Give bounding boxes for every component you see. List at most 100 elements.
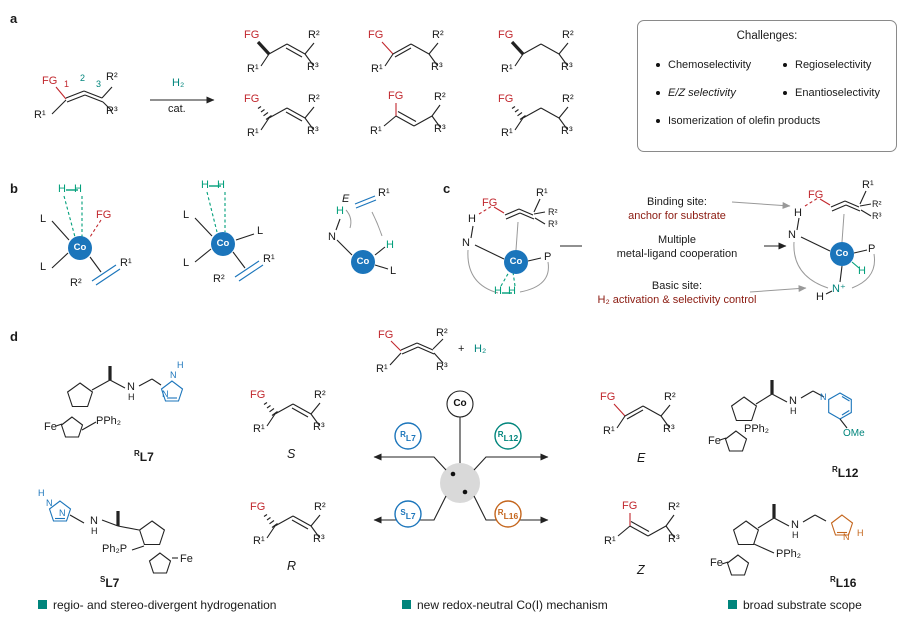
ligand-name: L7 (405, 432, 416, 443)
phosphorus-label: P (868, 243, 876, 255)
binding-site-title: Binding site: (647, 196, 707, 208)
r3-label: R³ (561, 61, 573, 73)
plus-sign: + (458, 343, 465, 355)
cobalt-label: Co (835, 248, 849, 259)
r2-label: R² (213, 273, 225, 285)
r3-label: R³ (307, 125, 319, 137)
fg-label: FG (600, 391, 616, 403)
fg-label: FG (244, 93, 260, 105)
r1-label: R¹ (371, 63, 383, 75)
amine-h-label: H (790, 406, 797, 416)
hydride-label: H (494, 285, 502, 297)
panel-a-label: a (10, 11, 18, 26)
hydride-label: H (508, 285, 516, 297)
substrate-allene (51, 86, 113, 115)
product-5 (383, 103, 441, 128)
ligand-name: L16 (835, 576, 857, 590)
r1-label: R¹ (263, 253, 275, 265)
cobalt-complex-2 (194, 185, 264, 282)
footer-bullet-square (402, 600, 411, 609)
ligand-config: R (497, 430, 504, 439)
hydride-label: H (336, 205, 344, 217)
amine-h-label: H (792, 530, 799, 540)
phosphine-label: Ph₂P (102, 543, 128, 555)
r1-label: R¹ (253, 423, 265, 435)
pyrazole-n-label: N (843, 532, 850, 542)
amine-h-label: H (128, 392, 135, 402)
ligand-config: R (830, 575, 836, 584)
iron-label: Fe (708, 435, 721, 447)
r2-label: R² (668, 501, 680, 513)
amine-n-label: N (791, 519, 799, 531)
ligand-label-sl7: SL7 (100, 576, 120, 590)
ligand-name: L7 (105, 576, 120, 590)
product-6 (511, 106, 569, 131)
r2-label: R² (70, 277, 82, 289)
methoxy-label: OMe (843, 428, 865, 439)
imidazole-n-label: N (46, 498, 53, 508)
imidazole-n-label: N (162, 389, 169, 399)
ligand-name: L7 (405, 510, 416, 521)
r1-label: R¹ (536, 187, 548, 199)
footer-text: regio- and stereo-divergent hydrogenatio… (53, 598, 277, 612)
ligand-config: S (400, 508, 406, 517)
fg-label: FG (388, 90, 404, 102)
nh-proton-label: H (468, 213, 476, 225)
challenge-item: Chemoselectivity (668, 59, 752, 71)
ligand-config: R (400, 430, 406, 439)
hydride-label: H (201, 179, 209, 191)
fg-label: FG (42, 75, 58, 87)
position-1-label: 1 (64, 79, 70, 89)
ligand-SL7-structure (48, 500, 178, 574)
r3-label: R³ (668, 533, 680, 545)
r2-label: R² (106, 71, 118, 83)
position-3-label: 3 (96, 79, 102, 89)
r2-label: R² (872, 199, 882, 209)
product-4 (257, 106, 315, 131)
hydride-label: H (858, 265, 866, 277)
position-2-label: 2 (80, 73, 86, 83)
fg-label: FG (378, 329, 394, 341)
r1-label: R¹ (501, 63, 513, 75)
fg-label: FG (244, 29, 260, 41)
r3-label: R³ (561, 125, 573, 137)
ligand-name: L12 (503, 432, 519, 443)
ligand-l-label: L (40, 261, 47, 273)
r3-label: R³ (872, 211, 882, 221)
r2-label: R² (314, 501, 326, 513)
cobalt-label: Co (509, 256, 523, 267)
ligand-config: R (832, 465, 838, 474)
amine-n-label: N (127, 381, 135, 393)
fg-label: FG (368, 29, 384, 41)
bullet-icon (783, 63, 787, 67)
r2-label: R² (432, 29, 444, 41)
challenges-title: Challenges: (736, 30, 798, 42)
r2-label: R² (314, 389, 326, 401)
fg-label: FG (808, 189, 824, 201)
d-substrate-allene (389, 338, 444, 366)
phosphorus-label: P (544, 251, 552, 263)
phosphine-label: PPh₂ (776, 548, 802, 560)
ligand-l-label: L (183, 257, 190, 269)
footer-text: broad substrate scope (743, 598, 862, 612)
amine-n-label: N (90, 515, 98, 527)
complex-activated (793, 190, 876, 295)
cobalt-label: Co (73, 242, 87, 253)
fg-label: FG (622, 500, 638, 512)
product-Z (617, 513, 675, 538)
ligand-l-label: L (40, 213, 47, 225)
challenge-item: Regioselectivity (795, 59, 872, 71)
imidazole-n-label: N (170, 370, 177, 380)
complex-substrate-bound (467, 198, 549, 294)
ligand-config: R (497, 508, 504, 517)
ligand-name: L12 (837, 466, 859, 480)
badge-ligand-rl12: RL12 (494, 430, 522, 443)
r2-label: R² (434, 91, 446, 103)
fg-label: FG (482, 197, 498, 209)
basic-site-subtitle: H₂ activation & selectivity control (597, 294, 757, 306)
h2-label: H₂ (474, 343, 487, 355)
hydride-label: H (386, 239, 394, 251)
ammonium-label: N⁺ (832, 283, 846, 295)
